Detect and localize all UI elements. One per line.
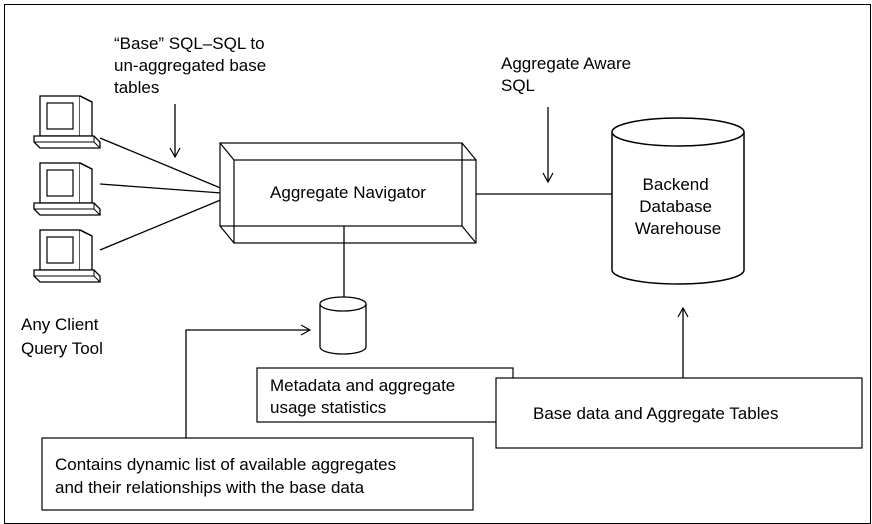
base-sql-label: “Base” SQL–SQL to un-aggregated base tab… xyxy=(114,34,271,97)
warehouse-cylinder-icon xyxy=(611,117,745,285)
metadata-label: Metadata and aggregate usage statistics xyxy=(270,376,460,417)
dynamic-list-to-metadata-arrow xyxy=(185,324,312,438)
base-data-box xyxy=(495,377,863,449)
aggregate-navigator-box xyxy=(219,142,477,244)
metadata-box xyxy=(256,367,514,423)
dynamic-list-box xyxy=(41,437,474,511)
dynamic-list-label: Contains dynamic list of available aggre… xyxy=(55,455,401,497)
client-computer-icon xyxy=(33,162,101,216)
aggregate-sql-label: Aggregate Aware SQL xyxy=(501,54,636,95)
navigator-label: Aggregate Navigator xyxy=(270,183,426,202)
warehouse-label: Backend Database Warehouse xyxy=(635,175,721,238)
client-connectors xyxy=(99,137,236,251)
metadata-cylinder-icon xyxy=(319,296,367,355)
client-tool-label: Any Client Query Tool xyxy=(21,315,103,358)
client-computer-icon xyxy=(33,229,101,283)
client-computer-icon xyxy=(33,95,101,149)
base-data-label: Base data and Aggregate Tables xyxy=(533,404,778,423)
